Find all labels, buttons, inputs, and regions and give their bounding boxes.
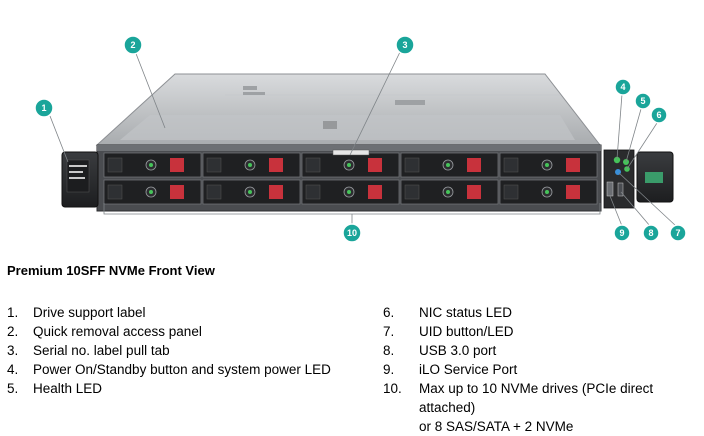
drive-release-latch[interactable]: [368, 158, 382, 172]
callout-9: 9: [613, 224, 631, 242]
server-front-view-diagram: 1 2 3 4 5 6 7 8 9 10: [34, 35, 687, 243]
svg-text:4: 4: [620, 82, 625, 92]
legend-text: Serial no. label pull tab: [33, 343, 170, 358]
left-rack-ear: [61, 151, 99, 208]
legend-item: 6. NIC status LED: [383, 303, 701, 322]
legend-text: iLO Service Port: [419, 362, 518, 377]
front-control-panel: [603, 149, 635, 209]
legend-text: Power On/Standby button and system power…: [33, 362, 331, 377]
drive-bay[interactable]: [301, 152, 400, 178]
drive-release-latch[interactable]: [269, 158, 283, 172]
svg-text:7: 7: [675, 228, 680, 238]
drive-release-latch[interactable]: [467, 185, 481, 199]
callout-1: 1: [34, 98, 54, 118]
legend-number: 10.: [383, 381, 402, 396]
usb-port-icon[interactable]: [617, 182, 624, 197]
callout-6: 6: [650, 106, 668, 124]
legend-text: Max up to 10 NVMe drives (PCIe direct at…: [419, 381, 654, 434]
callout-5: 5: [634, 92, 652, 110]
drive-bays: [103, 149, 598, 205]
svg-text:8: 8: [648, 228, 653, 238]
legend-number: 8.: [383, 343, 395, 358]
drive-release-latch[interactable]: [170, 185, 184, 199]
drive-bay[interactable]: [202, 152, 301, 178]
callout-3: 3: [395, 35, 415, 55]
drive-bay[interactable]: [499, 179, 598, 205]
legend-number: 3.: [7, 343, 19, 358]
leader-lines: [49, 50, 677, 227]
callout-7: 7: [669, 224, 687, 242]
legend-text: NIC status LED: [419, 305, 513, 320]
legend-item: 9. iLO Service Port: [383, 360, 701, 379]
drive-release-latch[interactable]: [467, 158, 481, 172]
drive-bay[interactable]: [301, 179, 400, 205]
drive-release-latch[interactable]: [170, 158, 184, 172]
right-rack-ear: [636, 151, 674, 203]
drive-release-latch[interactable]: [566, 158, 580, 172]
legend-number: 7.: [383, 324, 395, 339]
drive-bay[interactable]: [400, 152, 499, 178]
drive-support-label-icon: [69, 165, 87, 179]
ilo-service-port-icon[interactable]: [606, 181, 614, 197]
drive-release-latch[interactable]: [566, 185, 580, 199]
svg-text:10: 10: [347, 228, 357, 238]
svg-text:5: 5: [640, 96, 645, 106]
svg-text:3: 3: [402, 40, 407, 50]
legend-number: 5.: [7, 381, 19, 396]
legend-number: 9.: [383, 362, 395, 377]
legend-text: Drive support label: [33, 305, 146, 320]
legend-text: UID button/LED: [419, 324, 514, 339]
legend-text: USB 3.0 port: [419, 343, 497, 358]
drive-bay[interactable]: [202, 179, 301, 205]
callout-4: 4: [614, 78, 632, 96]
drive-bay[interactable]: [103, 179, 202, 205]
legend-item: 10. Max up to 10 NVMe drives (PCIe direct…: [383, 379, 701, 436]
legend-item: 7. UID button/LED: [383, 322, 701, 341]
drive-release-latch[interactable]: [368, 185, 382, 199]
callout-2: 2: [123, 35, 143, 55]
legend-item: 3. Serial no. label pull tab: [7, 341, 367, 360]
svg-text:2: 2: [130, 40, 135, 50]
power-button-icon[interactable]: [613, 156, 621, 164]
quick-removal-access-panel: [120, 115, 575, 140]
callout-8: 8: [642, 224, 660, 242]
legend-number: 2.: [7, 324, 19, 339]
svg-text:6: 6: [656, 110, 661, 120]
legend-number: 4.: [7, 362, 19, 377]
drive-bay[interactable]: [400, 179, 499, 205]
drive-bay[interactable]: [499, 152, 598, 178]
callout-10: 10: [342, 223, 362, 243]
legend-text: Quick removal access panel: [33, 324, 202, 339]
legend-item: 8. USB 3.0 port: [383, 341, 701, 360]
svg-text:1: 1: [41, 103, 46, 113]
drive-bay[interactable]: [103, 152, 202, 178]
figure-caption: Premium 10SFF NVMe Front View: [7, 263, 215, 278]
legend-right-column: 6. NIC status LED 7. UID button/LED 8. USB …: [383, 303, 701, 436]
legend-item: 1. Drive support label: [7, 303, 367, 322]
legend-item: 2. Quick removal access panel: [7, 322, 367, 341]
legend-item: 5. Health LED: [7, 379, 367, 398]
legend-item: 4. Power On/Standby button and system pow…: [7, 360, 367, 379]
drive-release-latch[interactable]: [269, 185, 283, 199]
legend-text: Health LED: [33, 381, 103, 396]
svg-text:9: 9: [619, 228, 624, 238]
legend-number: 1.: [7, 305, 19, 320]
legend-number: 6.: [383, 305, 395, 320]
legend-left-column: 1. Drive support label 2. Quick removal ac…: [7, 303, 367, 398]
